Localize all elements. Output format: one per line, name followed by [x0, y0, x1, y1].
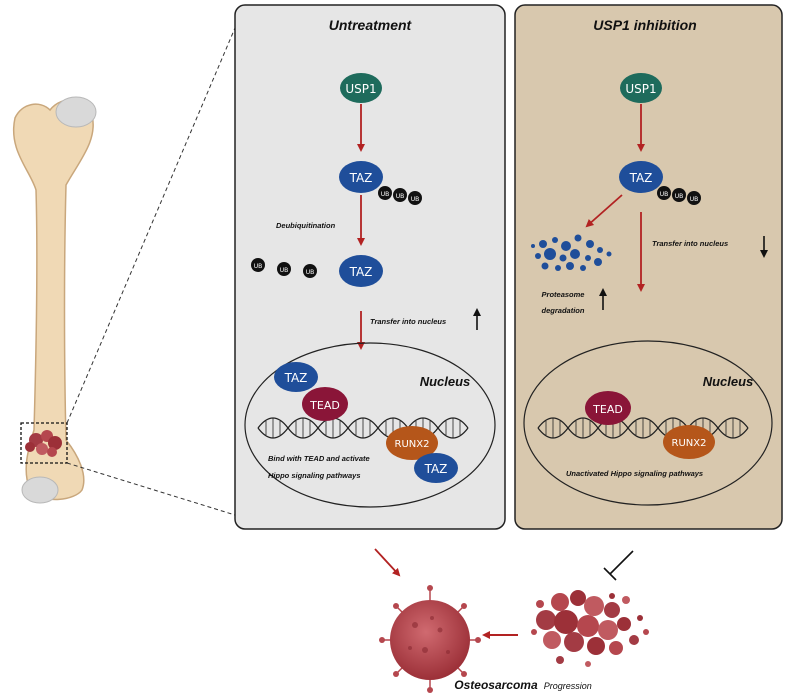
arrow-to-proteasome	[585, 194, 623, 228]
usp1-node-right	[620, 73, 662, 103]
usp1-node-left	[340, 73, 382, 103]
runx2-label-left: RUNX2	[395, 439, 430, 450]
nucleus-label-left: Nucleus	[420, 374, 471, 389]
outcome-label: Osteosarcoma Progression	[454, 678, 591, 692]
unactivated-label: Unactivated Hippo signaling pathways	[566, 469, 703, 478]
taz-label-left-1: TAZ	[349, 171, 373, 185]
progression-word: Progression	[544, 681, 592, 691]
nucleus-right	[523, 340, 773, 506]
tead-label-right: TEAD	[592, 403, 623, 416]
zoom-line-bottom	[66, 462, 236, 516]
bind-text-line2: Hippo signaling pathways	[268, 471, 361, 480]
proteasome-label-line2: degradation	[542, 306, 585, 315]
taz-node-right	[619, 161, 663, 193]
zoom-selection-box	[20, 422, 68, 464]
svg-text:UB: UB	[280, 267, 289, 274]
tead-node-right	[585, 391, 631, 425]
zoom-line-top	[66, 27, 236, 424]
taz-node-left-nucleus	[274, 362, 318, 392]
svg-text:UB: UB	[690, 196, 699, 203]
tead-node-left	[302, 387, 348, 421]
usp1-label-right: USP1	[625, 82, 656, 96]
taz-label-left-nucleus: TAZ	[284, 371, 308, 385]
femur-bone-illustration	[12, 96, 97, 504]
svg-text:UB: UB	[411, 196, 420, 203]
svg-text:UB: UB	[254, 263, 263, 270]
taz-node-left-runx2	[414, 453, 458, 483]
deubiquitination-label: Deubiquitination	[276, 221, 336, 230]
arrow-untreatment-to-progression	[374, 548, 401, 577]
runx2-node-right	[663, 425, 715, 459]
nucleus-left	[244, 342, 496, 508]
taz-label-left-2: TAZ	[349, 265, 373, 279]
taz-node-left-2	[339, 255, 383, 287]
large-tumor-cell	[379, 585, 481, 693]
taz-label-right: TAZ	[629, 171, 653, 185]
transfer-nucleus-label-right: Transfer into nucleus	[652, 239, 728, 248]
transfer-nucleus-label-left: Transfer into nucleus	[370, 317, 446, 326]
usp1-inhibition-title: USP1 inhibition	[593, 17, 696, 33]
svg-text:UB: UB	[306, 269, 315, 276]
taz-node-left-1	[339, 161, 383, 193]
tumor-cell-cluster	[531, 590, 649, 667]
osteosarcoma-word: Osteosarcoma	[454, 678, 538, 692]
svg-text:UB: UB	[675, 193, 684, 200]
runx2-label-right: RUNX2	[672, 438, 707, 449]
bone-tumor-spot	[25, 430, 62, 457]
svg-text:UB: UB	[660, 191, 669, 198]
nucleus-label-right: Nucleus	[703, 374, 754, 389]
svg-text:UB: UB	[381, 191, 390, 198]
usp1-label-left: USP1	[345, 82, 376, 96]
proteasome-degradation-fragments	[531, 234, 612, 271]
tead-label-left: TEAD	[309, 399, 340, 412]
untreatment-title: Untreatment	[329, 17, 413, 33]
bind-text-line1: Bind with TEAD and activate	[268, 454, 370, 463]
runx2-node-left	[386, 426, 438, 460]
free-ubiquitin-left: UB UB UB	[251, 258, 317, 278]
taz-label-left-runx2: TAZ	[424, 462, 448, 476]
ubiquitin-chain-right: UB UB UB	[657, 186, 701, 205]
usp1-inhibition-panel	[514, 4, 783, 530]
svg-text:UB: UB	[396, 193, 405, 200]
proteasome-label-line1: Proteasome	[542, 290, 585, 299]
inhibition-arrow	[603, 550, 634, 581]
ubiquitin-chain-left: UB UB UB	[378, 186, 422, 205]
